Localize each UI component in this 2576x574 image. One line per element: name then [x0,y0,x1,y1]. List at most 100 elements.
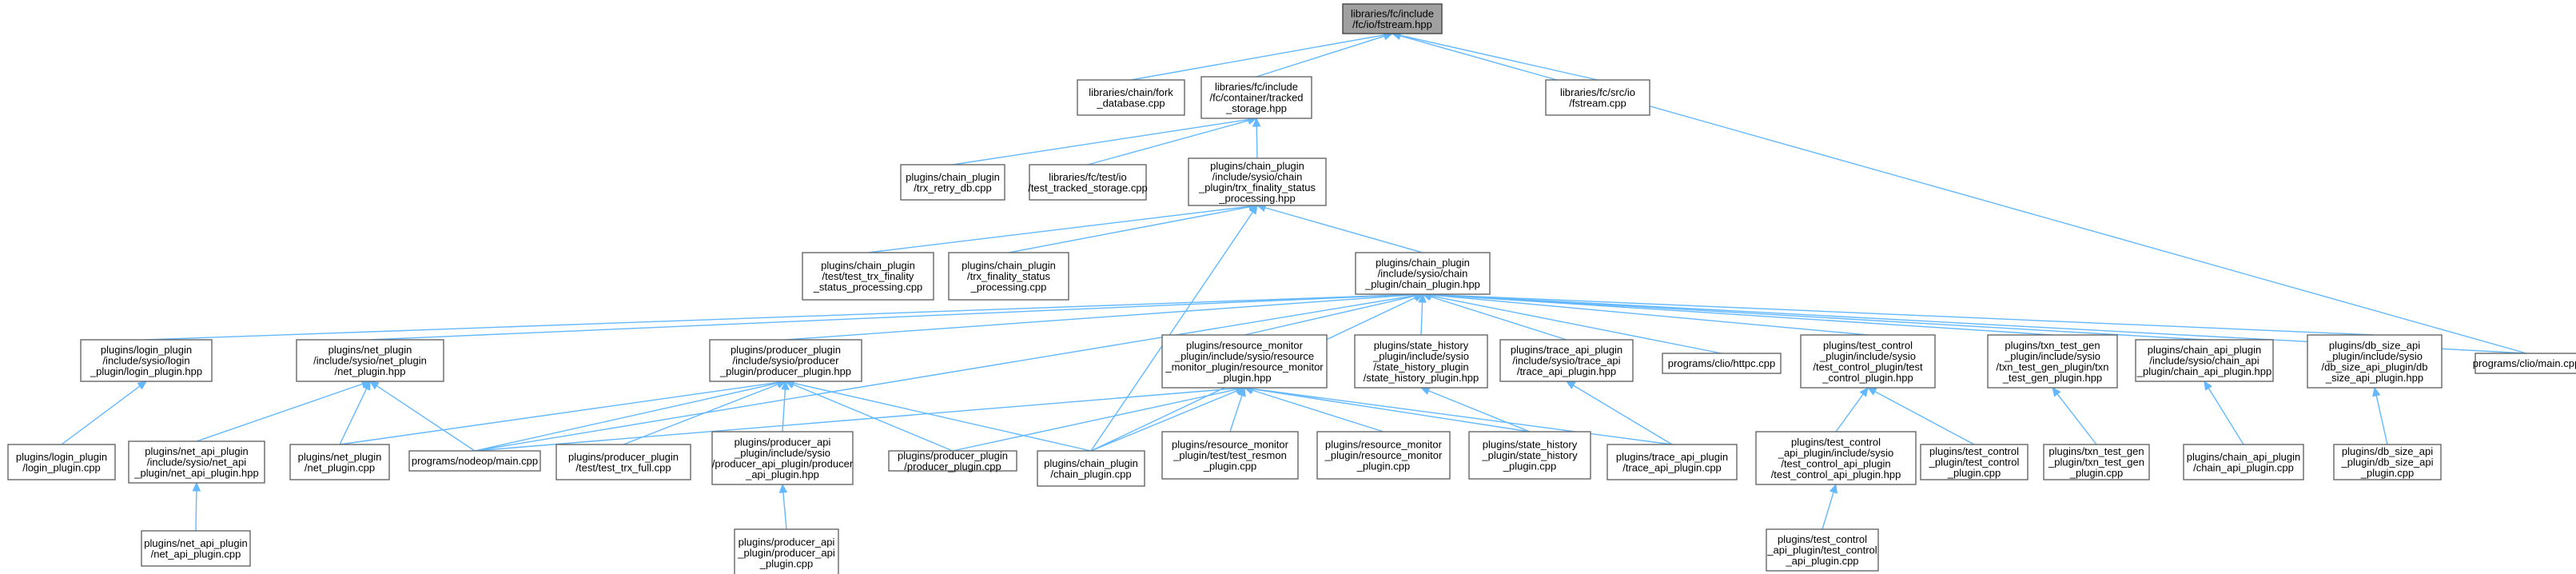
edge-n11-to-n8 [1256,203,1423,253]
node-box [1545,79,1650,116]
root-file-node[interactable]: libraries/fc/include/fc/io/fstream.hpp [1342,3,1443,34]
file-node[interactable]: plugins/chain_api_plugin/chain_api_plugi… [2183,444,2304,480]
file-node[interactable]: programs/nodeop/main.cpp [408,450,541,472]
edge-line [1090,390,1238,452]
file-node[interactable]: plugins/producer_plugin/include/sysio/pr… [709,339,862,382]
file-node[interactable]: plugins/chain_plugin/include/sysio/chain… [1188,157,1327,206]
edge-n42-to-n35 [1822,483,1837,530]
file-node[interactable]: plugins/net_plugin/include/sysio/net_plu… [296,339,444,382]
arrowhead-icon [1866,387,1877,396]
node-box [128,440,265,484]
node-label-line: plugins/test_control [1778,533,1867,545]
node-box [1468,431,1591,480]
file-node[interactable]: plugins/test_control_api_plugin/include/… [1755,431,1917,485]
edge-n34-to-n16 [1243,385,1673,445]
node-label-line: _api_plugin/include/sysio [1778,447,1894,459]
node-label-line: /producer_api_plugin/producer [712,457,854,469]
file-node[interactable]: plugins/resource_monitor_plugin/include/… [1161,334,1328,389]
node-box [7,444,116,480]
file-node[interactable]: plugins/login_plugin/include/sysio/login… [80,339,213,382]
node-label-line: plugins/chain_plugin [821,260,915,272]
file-node[interactable]: libraries/fc/include/fc/container/tracke… [1200,76,1312,119]
file-node[interactable]: plugins/state_history_plugin/include/sys… [1354,334,1488,389]
file-node[interactable]: plugins/db_size_api_plugin/include/sysio… [2307,334,2443,389]
arrowhead-icon [1252,117,1261,127]
file-node[interactable]: libraries/fc/test/io/test_tracked_storag… [1028,164,1148,201]
edge-line [623,383,778,445]
file-node[interactable]: plugins/chain_plugin/include/sysio/chain… [1355,252,1491,295]
file-node[interactable]: plugins/producer_api_plugin/producer_api… [734,528,839,574]
file-node[interactable]: plugins/db_size_api_plugin/db_size_api_p… [2333,444,2442,480]
file-node[interactable]: plugins/resource_monitor_plugin/resource… [1316,431,1451,480]
node-box [289,444,390,480]
node-label-line: _api_plugin.hpp [745,468,819,480]
file-node[interactable]: plugins/login_plugin/login_plugin.cpp [7,444,116,480]
file-node[interactable]: plugins/txn_test_gen_plugin/txn_test_gen… [2043,444,2150,480]
arrowhead-icon [2204,380,2213,391]
node-box [2474,353,2576,374]
file-node[interactable]: libraries/chain/fork_database.cpp [1077,79,1185,116]
node-label-line: libraries/fc/include [1351,7,1434,19]
file-node[interactable]: plugins/test_control_plugin/include/sysi… [1800,334,1936,389]
edge-n8-to-n3 [1252,117,1261,159]
file-node[interactable]: plugins/chain_plugin/test/test_trx_final… [802,252,934,301]
file-node[interactable]: libraries/fc/src/io/fstream.cpp [1545,79,1650,116]
file-node[interactable]: plugins/state_history_plugin/state_histo… [1468,431,1591,480]
file-node[interactable]: plugins/chain_api_plugin/include/sysio/c… [2135,339,2274,382]
file-node[interactable]: plugins/net_plugin/net_plugin.cpp [289,444,390,480]
file-node[interactable]: programs/clio/main.cpp [2473,353,2576,374]
file-node[interactable]: plugins/chain_plugin/trx_finality_status… [948,252,1069,301]
file-node[interactable]: plugins/test_control_plugin/test_control… [1920,444,2029,480]
node-label-line: /chain_api_plugin.cpp [2193,461,2294,473]
edge-line [952,389,1237,452]
node-label-line: plugins/producer_api [739,536,835,548]
node-label-line: plugins/chain_plugin [962,260,1056,272]
node-label-line: plugins/net_plugin [328,344,412,356]
node-label-line: _plugin/producer_plugin.hpp [719,365,851,377]
edge-n31-to-n16 [1229,386,1246,432]
node-label-line: _plugin/test/test_resmon [1173,449,1287,461]
node-label-line: /fstream.cpp [1569,97,1626,109]
node-label-line: plugins/chain_plugin [1376,257,1470,269]
node-label-line: _test_gen_plugin.hpp [2002,372,2102,384]
file-node[interactable]: plugins/producer_plugin/test/test_trx_fu… [555,444,691,480]
node-label-line: programs/clio/httpc.cpp [1668,357,1775,369]
file-node[interactable]: plugins/producer_plugin/producer_plugin.… [888,449,1017,472]
node-label-line: _api_plugin.cpp [1785,555,1858,567]
node-box [734,528,839,574]
node-label-line: _plugin/txn_test_gen [2048,456,2144,468]
arrowhead-icon [1419,387,1431,395]
file-node[interactable]: plugins/producer_api_plugin/include/sysi… [711,431,854,485]
edge-line [1399,34,1599,81]
file-node[interactable]: plugins/chain_plugin/trx_retry_db.cpp [900,164,1005,201]
file-node[interactable]: plugins/chain_plugin/chain_plugin.cpp [1037,450,1145,487]
edge-line [952,118,1249,165]
edge-line [2208,388,2244,445]
file-node[interactable]: plugins/net_api_plugin/include/sysio/net… [128,440,265,484]
file-node[interactable]: plugins/test_control_api_plugin/test_con… [1766,528,1879,572]
file-node[interactable]: plugins/trace_api_plugin/trace_api_plugi… [1607,444,1738,480]
file-node[interactable]: plugins/txn_test_gen_plugin/include/sysi… [1987,334,2118,389]
node-label-line: /state_history_plugin [1373,361,1468,373]
node-label-line: /net_api_plugin.cpp [151,548,241,560]
file-node[interactable]: programs/clio/httpc.cpp [1662,353,1782,374]
node-label-line: _plugin/include/sysio [2326,350,2423,362]
node-label-line: _plugin.cpp [2069,467,2124,479]
file-node[interactable]: plugins/trace_api_plugin/include/sysio/t… [1499,339,1634,382]
node-label-line: plugins/chain_plugin [1044,457,1138,469]
edge-line [1264,207,1423,253]
node-label-line: /include/sysio/chain [1378,268,1468,280]
node-label-line: _plugin.hpp [1216,372,1271,384]
file-node[interactable]: plugins/net_api_plugin/net_api_plugin.cp… [141,530,251,567]
file-node[interactable]: plugins/resource_monitor_plugin/test/tes… [1161,431,1299,480]
node-label-line: plugins/state_history [1483,439,1578,451]
edge-n18-to-n11 [1421,293,1567,341]
edge-line [1252,388,1531,432]
node-label-line: programs/clio/main.cpp [2473,357,2576,369]
edge-n24-to-n13 [61,381,147,445]
edge-line [196,383,363,442]
edge-line [792,384,954,452]
node-box [1755,431,1917,485]
node-label-line: plugins/db_size_api [2329,339,2420,351]
